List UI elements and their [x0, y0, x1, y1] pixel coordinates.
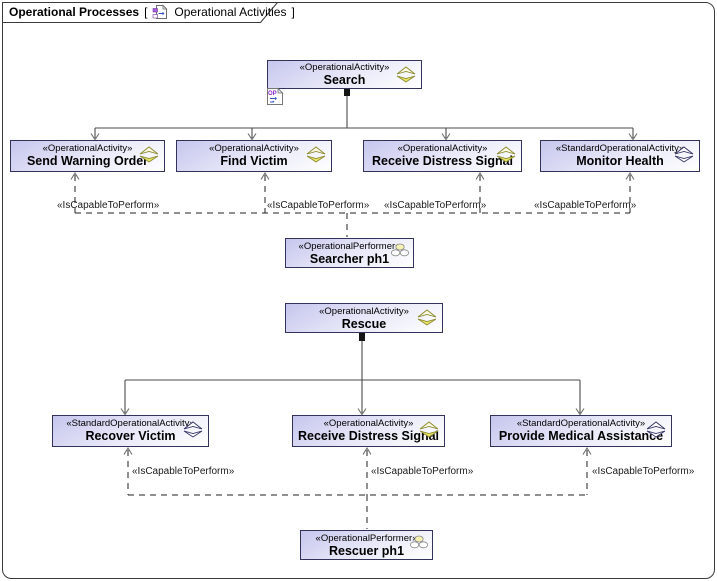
node-send-warning-order[interactable]: «OperationalActivity» Send Warning Order — [10, 140, 165, 172]
tree1-pin — [344, 88, 350, 96]
node-search[interactable]: «OperationalActivity» Search — [267, 60, 422, 89]
standard-activity-chevrons-icon — [646, 421, 666, 438]
node-rescue-name: Rescue — [341, 317, 387, 331]
node-provide-medical-assistance[interactable]: «StandardOperationalActivity» Provide Me… — [490, 415, 672, 447]
tree2-arrowheads — [120, 408, 585, 416]
node-receive-distress-signal-1-stereotype: «OperationalActivity» — [397, 143, 488, 154]
tree1-lines — [94, 96, 634, 138]
node-rescuer-ph1-name: Rescuer ph1 — [328, 544, 405, 558]
node-receive-distress-signal-2-name: Receive Distress Signal — [297, 429, 440, 443]
node-searcher-ph1[interactable]: «OperationalPerformer» Searcher ph1 — [285, 238, 414, 268]
bracket-close: ] — [291, 5, 295, 19]
node-find-victim[interactable]: «OperationalActivity» Find Victim — [176, 140, 332, 172]
diagram-header: Operational Processes [ Operational Acti… — [9, 4, 295, 20]
activity-chevrons-icon — [419, 421, 439, 438]
activity-chevrons-icon — [496, 146, 516, 163]
edge-label-iscapabletoperform[interactable]: «IsCapableToPerform» — [592, 466, 695, 477]
node-recover-victim-name: Recover Victim — [85, 429, 176, 443]
edge-label-iscapabletoperform[interactable]: «IsCapableToPerform» — [384, 200, 487, 211]
node-searcher-ph1-name: Searcher ph1 — [309, 252, 390, 266]
performer-org-nodes-icon — [391, 243, 409, 257]
node-rescue[interactable]: «OperationalActivity» Rescue — [285, 303, 443, 333]
node-send-warning-order-name: Send Warning Order — [26, 154, 149, 168]
bracket-open: [ — [144, 5, 148, 19]
node-recover-victim[interactable]: «StandardOperationalActivity» Recover Vi… — [52, 415, 209, 447]
edge-label-iscapabletoperform[interactable]: «IsCapableToPerform» — [371, 466, 474, 477]
activity-chevrons-icon — [139, 146, 159, 163]
diagram-title: Operational Processes — [9, 5, 140, 19]
node-provide-medical-assistance-stereotype: «StandardOperationalActivity» — [516, 418, 646, 429]
node-monitor-health-stereotype: «StandardOperationalActivity» — [555, 143, 685, 154]
node-rescue-stereotype: «OperationalActivity» — [319, 306, 409, 317]
standard-activity-chevrons-icon — [183, 421, 203, 438]
diagram-name: Operational Activities — [174, 5, 287, 19]
dep2-lines — [127, 450, 588, 529]
edge-label-iscapabletoperform[interactable]: «IsCapableToPerform» — [534, 200, 637, 211]
dep1-arrowheads — [70, 171, 635, 180]
diagram-header-tab — [2, 2, 279, 23]
edge-label-iscapabletoperform[interactable]: «IsCapableToPerform» — [57, 200, 160, 211]
node-send-warning-order-stereotype: «OperationalActivity» — [42, 143, 133, 154]
op-diagram-icon — [153, 4, 168, 19]
node-rescuer-ph1[interactable]: «OperationalPerformer» Rescuer ph1 — [300, 530, 433, 560]
node-receive-distress-signal-1[interactable]: «OperationalActivity» Receive Distress S… — [363, 140, 522, 172]
svg-text:OP: OP — [268, 91, 277, 97]
tree2-lines — [124, 341, 581, 413]
node-monitor-health-name: Monitor Health — [576, 154, 664, 168]
node-monitor-health[interactable]: «StandardOperationalActivity» Monitor He… — [540, 140, 700, 172]
op-sub-diagram-icon[interactable]: OP — [266, 87, 285, 106]
tree1-arrowheads — [90, 133, 638, 141]
performer-org-nodes-icon — [410, 535, 428, 549]
node-receive-distress-signal-2-stereotype: «OperationalActivity» — [323, 418, 414, 429]
edge-label-iscapabletoperform[interactable]: «IsCapableToPerform» — [267, 200, 370, 211]
dep2-arrowheads — [123, 446, 592, 455]
edge-label-iscapabletoperform[interactable]: «IsCapableToPerform» — [132, 466, 235, 477]
activity-chevrons-icon — [396, 66, 416, 83]
node-provide-medical-assistance-name: Provide Medical Assistance — [498, 429, 664, 443]
node-receive-distress-signal-2[interactable]: «OperationalActivity» Receive Distress S… — [292, 415, 445, 447]
node-receive-distress-signal-1-name: Receive Distress Signal — [371, 154, 514, 168]
standard-activity-chevrons-icon — [674, 146, 694, 163]
activity-chevrons-icon — [306, 146, 326, 163]
tree2-pin — [359, 333, 365, 341]
node-find-victim-name: Find Victim — [220, 154, 288, 168]
node-search-name: Search — [323, 73, 366, 87]
node-searcher-ph1-stereotype: «OperationalPerformer» — [298, 241, 401, 252]
node-recover-victim-stereotype: «StandardOperationalActivity» — [66, 418, 195, 429]
node-search-stereotype: «OperationalActivity» — [299, 62, 390, 73]
node-find-victim-stereotype: «OperationalActivity» — [209, 143, 299, 154]
activity-chevrons-icon — [417, 309, 437, 326]
node-rescuer-ph1-stereotype: «OperationalPerformer» — [315, 533, 418, 544]
